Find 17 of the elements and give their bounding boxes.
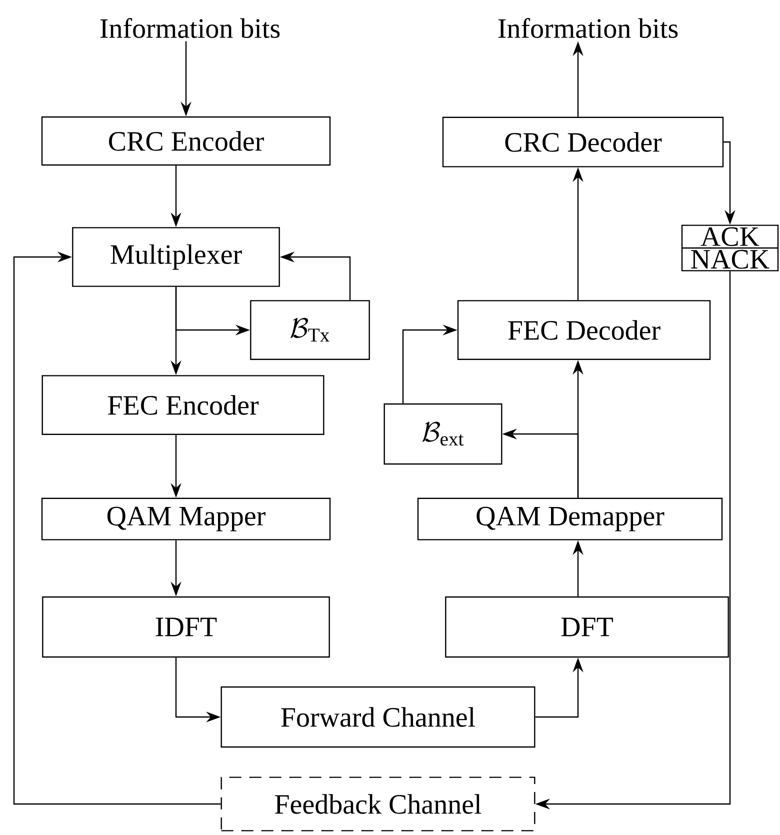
arrow bbox=[13, 252, 221, 805]
buffer-box: $\mathcal{B}_{\mathrm{ext}}$ bbox=[384, 403, 502, 465]
process-box: Multiplexer bbox=[72, 227, 280, 287]
process-box: FEC Decoder bbox=[457, 300, 711, 360]
process-box: CRC Encoder bbox=[41, 116, 331, 166]
process-box: QAM Mapper bbox=[41, 498, 331, 540]
process-box: CRC Decoder bbox=[442, 116, 724, 168]
process-box: IDFT bbox=[42, 596, 330, 658]
buffer-box: $\mathcal{B}_{\mathrm{Tx}}$ bbox=[250, 300, 370, 360]
input-label: Information bits bbox=[100, 18, 280, 38]
output-label: Information bits bbox=[498, 18, 678, 38]
process-box: FEC Encoder bbox=[42, 375, 324, 435]
ack-nack-box: ACK NACK bbox=[681, 224, 779, 272]
process-box: DFT bbox=[445, 596, 729, 658]
process-box: QAM Demapper bbox=[417, 498, 723, 540]
channel-box: Forward Channel bbox=[220, 686, 536, 748]
channel-box: Feedback Channel bbox=[220, 776, 536, 832]
